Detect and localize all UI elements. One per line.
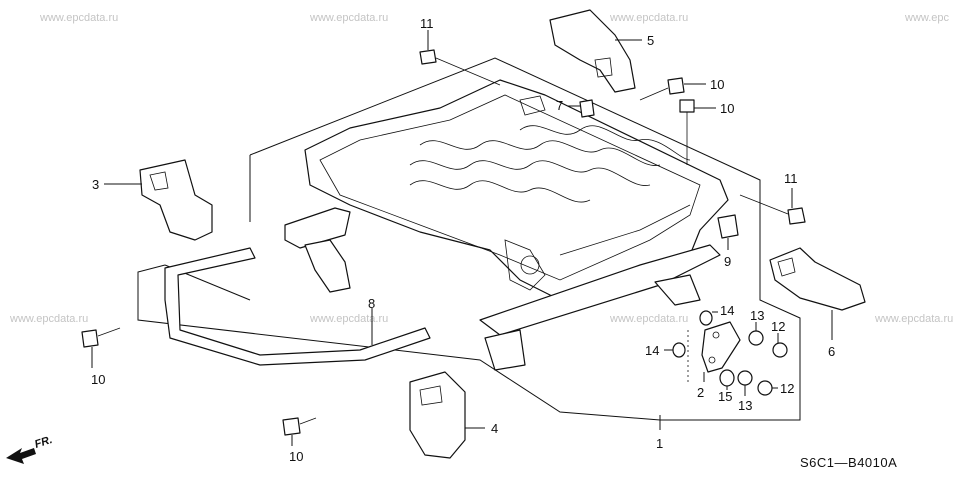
connector xyxy=(717,214,739,239)
callout-10: 10 xyxy=(91,372,105,387)
bolt xyxy=(419,49,501,86)
direction-label: FR. xyxy=(33,434,54,451)
callout-11: 11 xyxy=(420,16,434,31)
seat-frame xyxy=(304,79,729,301)
callout-10: 10 xyxy=(289,449,303,464)
callout-15: 15 xyxy=(718,389,732,404)
callout-12: 12 xyxy=(780,381,794,396)
bracket xyxy=(701,321,741,373)
assembly-outline xyxy=(137,57,801,421)
bolt xyxy=(282,417,317,436)
cover-top xyxy=(549,9,636,93)
front-arrow-icon xyxy=(6,448,36,464)
callout-13: 13 xyxy=(750,308,764,323)
callout-1: 1 xyxy=(656,436,663,451)
callout-10: 10 xyxy=(720,101,734,116)
watermark: www.epcdata.ru xyxy=(874,313,953,325)
callout-14: 14 xyxy=(720,303,734,318)
watermark: www.epcdata.ru xyxy=(609,12,688,24)
watermark: www.epcdata.ru xyxy=(39,12,118,24)
bolt xyxy=(639,77,685,101)
watermark: www.epcdata.ru xyxy=(309,12,388,24)
callout-9: 9 xyxy=(724,254,731,269)
watermark: www.epc xyxy=(904,12,950,24)
cover-left xyxy=(139,159,213,241)
callout-5: 5 xyxy=(647,33,654,48)
cover-front xyxy=(409,371,466,459)
callout-13: 13 xyxy=(738,398,752,413)
callout-6: 6 xyxy=(828,344,835,359)
watermark: www.epcdata.ru xyxy=(609,313,688,325)
bolt xyxy=(679,99,695,165)
bolt xyxy=(81,327,121,348)
adjuster-bar xyxy=(164,247,431,366)
clip xyxy=(579,99,595,118)
callout-11: 11 xyxy=(784,171,798,186)
callout-10: 10 xyxy=(710,77,724,92)
callout-3: 3 xyxy=(92,177,99,192)
cover-right xyxy=(769,247,866,311)
bolt xyxy=(739,194,806,225)
watermark: www.epcdata.ru xyxy=(9,313,88,325)
seat-rail xyxy=(284,207,721,371)
callout-7: 7 xyxy=(556,98,563,113)
callout-14: 14 xyxy=(645,343,659,358)
callout-4: 4 xyxy=(491,421,498,436)
diagram-code: S6C1—B4010A xyxy=(800,455,897,470)
callout-8: 8 xyxy=(368,296,375,311)
callout-12: 12 xyxy=(771,319,785,334)
watermark: www.epcdata.ru xyxy=(309,313,388,325)
callout-2: 2 xyxy=(697,385,704,400)
